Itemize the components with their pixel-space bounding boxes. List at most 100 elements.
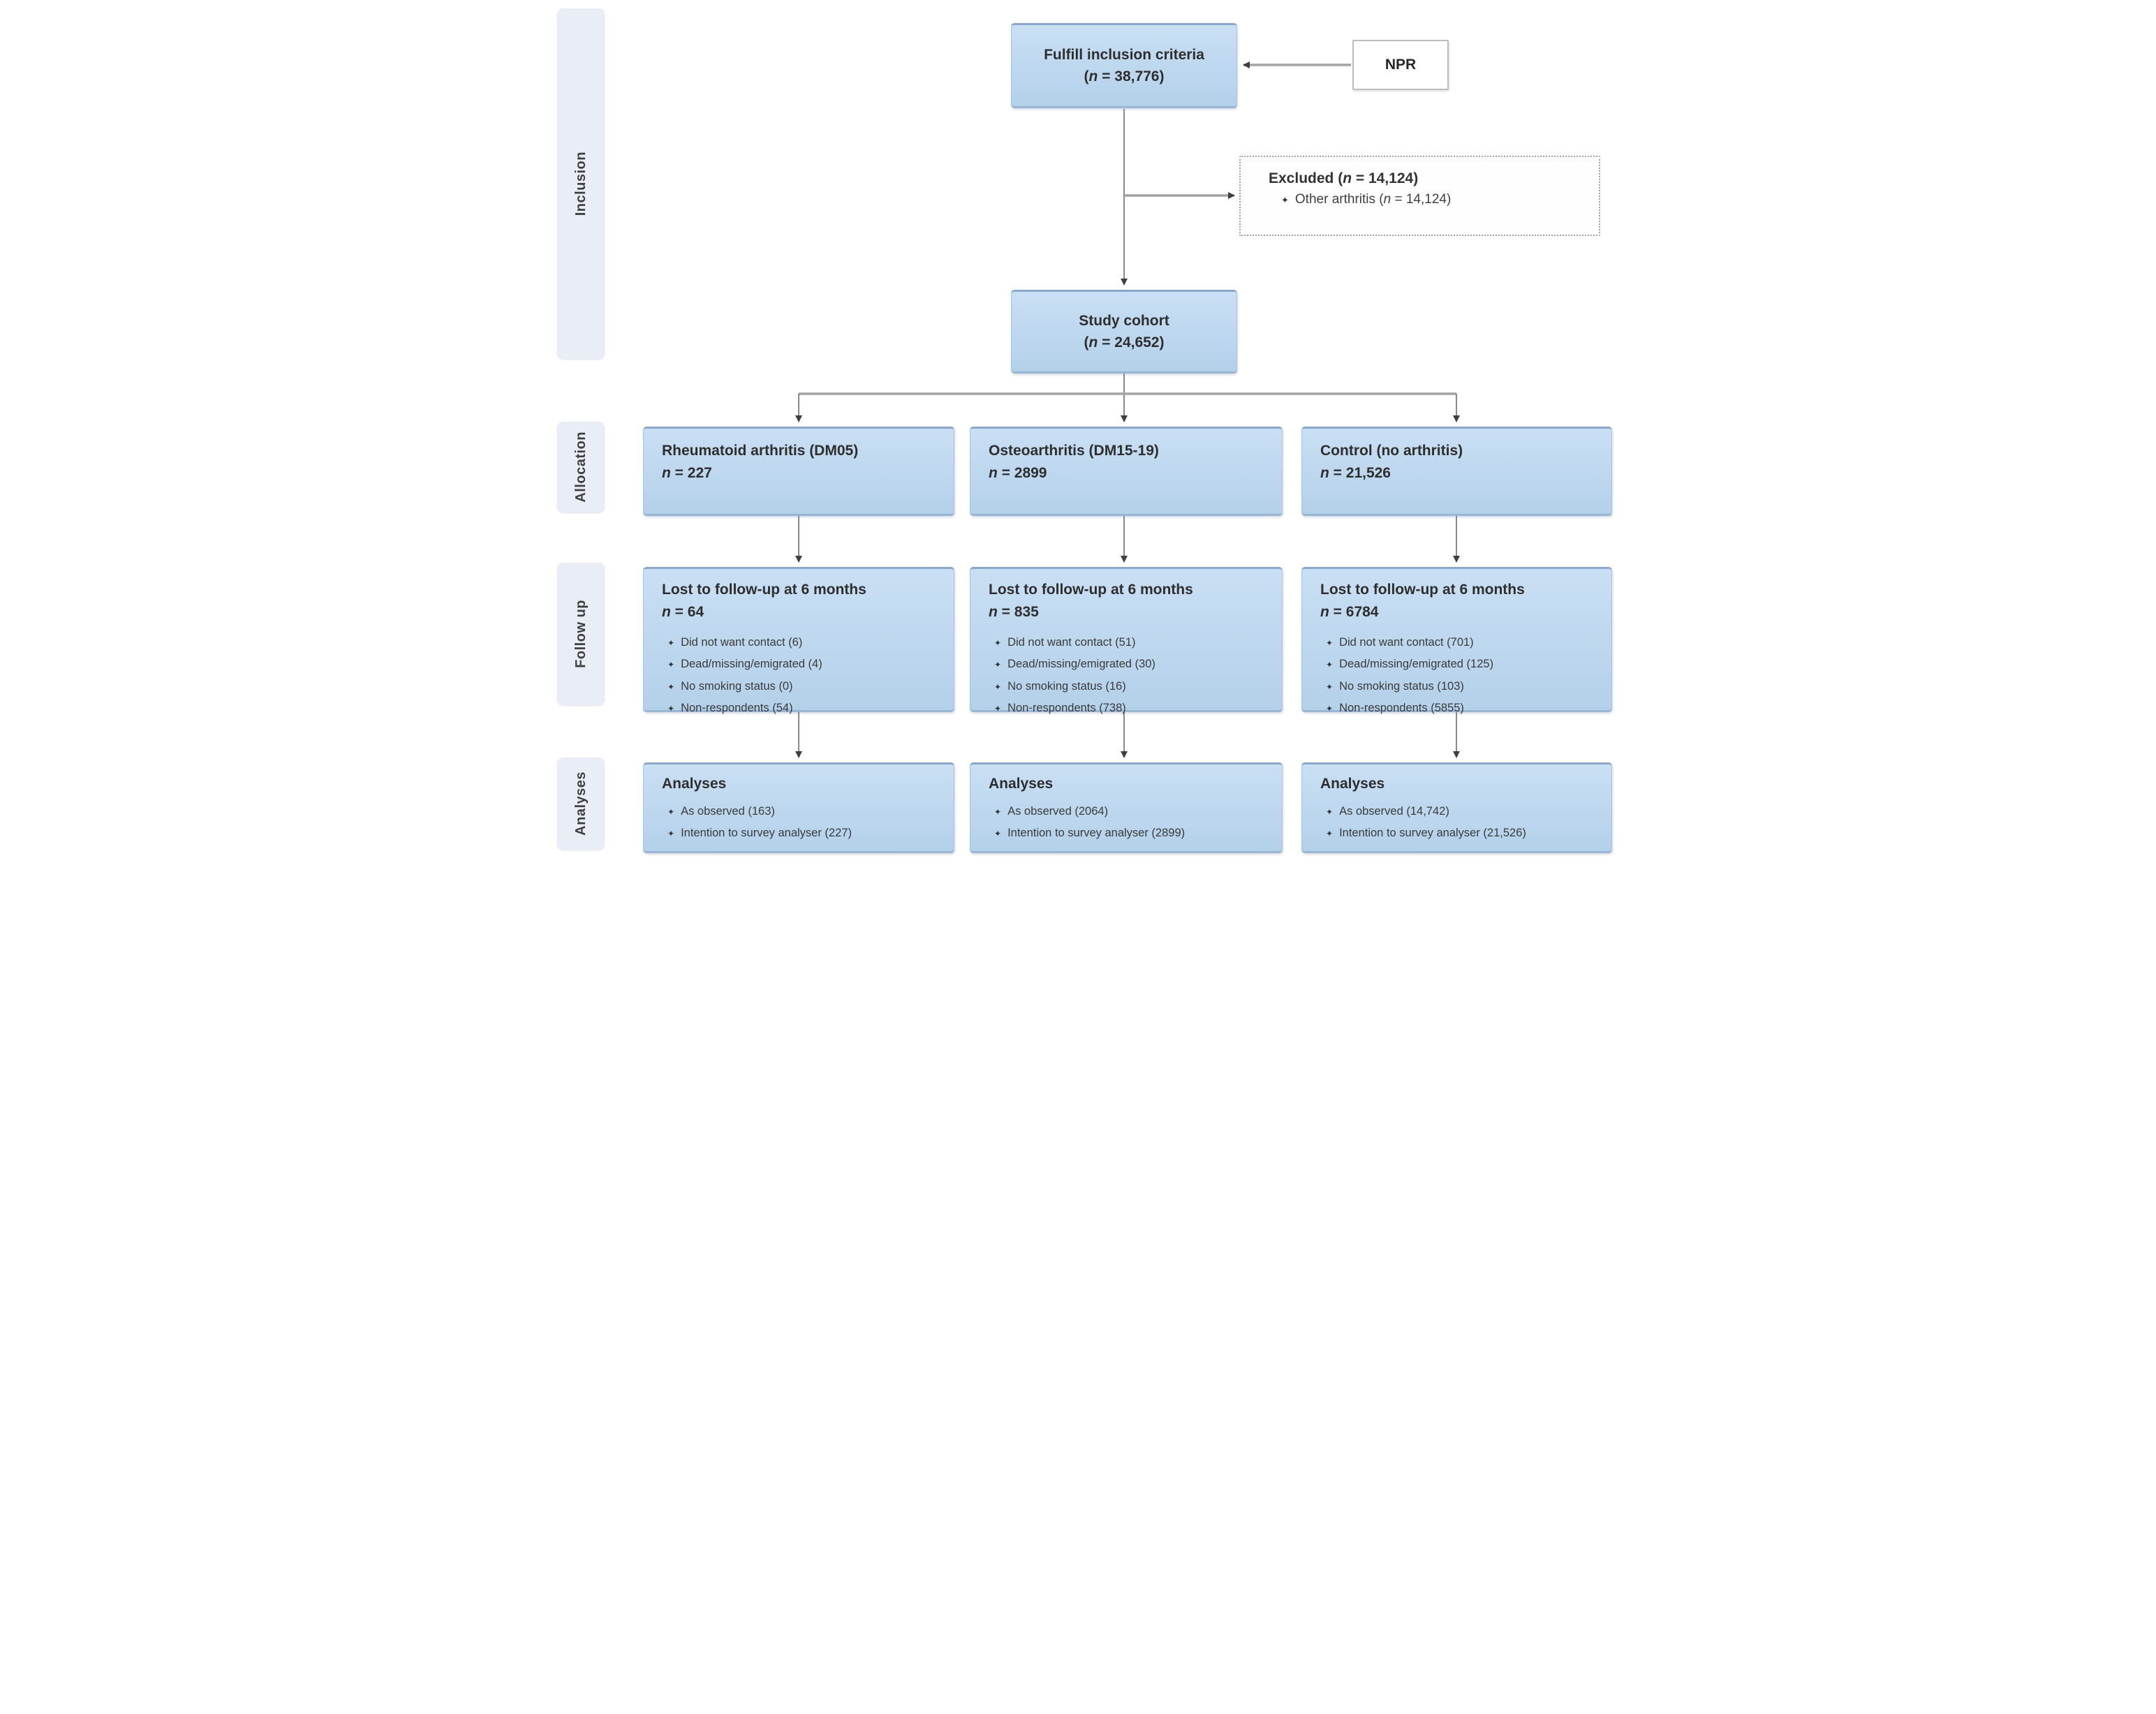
analyses-box-control: Analyses ✦ As observed (14,742) ✦ Intentio… (1301, 762, 1612, 853)
allocation-box-rheumatoid: Rheumatoid arthritis (DM05) n = 227 (643, 427, 954, 516)
stage-band-followup: Follow up (557, 563, 605, 705)
list-item: ✦ As observed (163) (667, 801, 944, 822)
diamond-bullet-icon: ✦ (1326, 806, 1334, 817)
box-n-count: n = 835 (989, 603, 1039, 620)
followup-box-osteoarthritis: Lost to follow-up at 6 months n = 835 ✦ D… (970, 567, 1283, 714)
diamond-bullet-icon: ✦ (994, 638, 1002, 648)
list-item: ✦ No smoking status (16) (994, 676, 1272, 697)
analyses-items: ✦ As observed (14,742) ✦ Intention to surv… (1320, 801, 1602, 845)
list-item-text: Did not want contact (51) (1007, 636, 1136, 649)
followup-reasons: ✦ Did not want contact (701) ✦ Dead/missin… (1320, 632, 1602, 719)
followup-box-rheumatoid: Lost to follow-up at 6 months n = 64 ✦ Di… (643, 567, 954, 714)
fulfill-inclusion-box: Fulfill inclusion criteria (n = 38,776) (1011, 23, 1237, 108)
diamond-bullet-icon: ✦ (994, 681, 1002, 692)
list-item: ✦ No smoking status (103) (1326, 676, 1602, 697)
list-item: ✦ As observed (14,742) (1326, 801, 1602, 822)
allocation-box-osteoarthritis: Osteoarthritis (DM15-19) n = 2899 (970, 427, 1283, 516)
list-item-text: Did not want contact (701) (1339, 636, 1474, 649)
diamond-bullet-icon: ✦ (1326, 704, 1334, 714)
list-item-text: Did not want contact (6) (681, 636, 803, 649)
box-n-count: n = 227 (662, 464, 712, 481)
list-item: ✦ Intention to survey analyser (227) (667, 822, 944, 844)
diamond-bullet-icon: ✦ (667, 638, 675, 648)
study-flow-diagram: Inclusion Allocation Follow up Analyses … (539, 0, 1617, 857)
list-item: ✦ Did not want contact (6) (667, 632, 944, 653)
list-item-text: Dead/missing/emigrated (4) (681, 658, 822, 671)
npr-label: NPR (1385, 57, 1417, 73)
diamond-bullet-icon: ✦ (1281, 195, 1289, 207)
box-title: Excluded (n = 14,124) (1269, 170, 1419, 186)
list-item: ✦ Dead/missing/emigrated (4) (667, 653, 944, 675)
stage-label: Follow up (573, 600, 589, 668)
diamond-bullet-icon: ✦ (994, 660, 1002, 670)
list-item-text: As observed (2064) (1007, 804, 1109, 818)
list-item: ✦ Did not want contact (701) (1326, 632, 1602, 653)
diamond-bullet-icon: ✦ (667, 828, 675, 838)
box-title: Analyses (1320, 776, 1385, 792)
list-item: ✦ Intention to survey analyser (2899) (994, 822, 1272, 844)
followup-reasons: ✦ Did not want contact (6) ✦ Dead/missing/… (662, 632, 944, 719)
list-item-text: Intention to survey analyser (2899) (1007, 826, 1186, 839)
box-title: Lost to follow-up at 6 months (1320, 582, 1525, 598)
box-title: Lost to follow-up at 6 months (662, 582, 866, 598)
list-item-text: Intention to survey analyser (227) (681, 826, 852, 839)
analyses-box-osteoarthritis: Analyses ✦As observed (2064) ✦Intention … (970, 762, 1283, 853)
box-title: Study cohort (1079, 312, 1169, 329)
list-item: ✦ Non-respondents (5855) (1326, 697, 1602, 719)
box-n-count: n = 64 (662, 603, 704, 620)
excluded-item: ✦ Other arthritis (n = 14,124) (1281, 189, 1592, 211)
diamond-bullet-icon: ✦ (1326, 638, 1334, 648)
stage-label: Inclusion (573, 151, 589, 216)
list-item-text: Dead/missing/emigrated (125) (1339, 658, 1494, 671)
list-item-text: No smoking status (16) (1007, 679, 1126, 693)
list-item-text: As observed (14,742) (1339, 804, 1449, 818)
diamond-bullet-icon: ✦ (1326, 828, 1334, 838)
box-title: Lost to follow-up at 6 months (989, 582, 1193, 598)
list-item-text: Dead/missing/emigrated (30) (1007, 658, 1155, 671)
diamond-bullet-icon: ✦ (994, 704, 1002, 714)
diamond-bullet-icon: ✦ (994, 828, 1002, 838)
diamond-bullet-icon: ✦ (667, 806, 675, 817)
study-cohort-box: Study cohort (n = 24,652) (1011, 290, 1237, 374)
excluded-item-text: Other arthritis (n = 14,124) (1294, 192, 1452, 207)
box-title: Fulfill inclusion criteria (1044, 46, 1204, 63)
analyses-items: ✦As observed (2064) ✦ Intention to survey… (989, 801, 1272, 845)
stage-band-analyses: Analyses (557, 758, 605, 850)
allocation-box-control: Control (no arthritis) n = 21,526 (1301, 427, 1612, 516)
followup-box-control: Lost to follow-up at 6 months n = 6784 ✦… (1301, 567, 1612, 714)
list-item: ✦ Did not want contact (51) (994, 632, 1272, 653)
list-item: ✦As observed (2064) (994, 801, 1272, 822)
followup-reasons: ✦ Did not want contact (51) ✦ Dead/missing… (989, 632, 1272, 719)
diamond-bullet-icon: ✦ (1326, 681, 1334, 692)
analyses-items: ✦ As observed (163) ✦ Intention to survey … (662, 801, 944, 845)
list-item: ✦ Dead/missing/emigrated (30) (994, 653, 1272, 675)
diamond-bullet-icon: ✦ (667, 704, 675, 714)
box-n-count: n = 6784 (1320, 603, 1379, 620)
box-title: Osteoarthritis (DM15-19) (989, 443, 1159, 459)
list-item: ✦ Dead/missing/emigrated (125) (1326, 653, 1602, 675)
list-item-text: Non-respondents (738) (1007, 702, 1126, 715)
stage-band-allocation: Allocation (557, 422, 605, 512)
excluded-box: Excluded (n = 14,124) ✦ Other arthritis … (1239, 156, 1600, 236)
list-item-text: No smoking status (103) (1339, 679, 1464, 693)
list-item-text: No smoking status (0) (681, 679, 793, 693)
list-item-text: Non-respondents (5855) (1339, 702, 1464, 715)
list-item: ✦ Intention to survey analyser (21,526) (1326, 822, 1602, 844)
box-title: Rheumatoid arthritis (DM05) (662, 443, 859, 459)
box-title: Analyses (662, 776, 727, 792)
stage-label: Analyses (573, 771, 589, 836)
list-item-text: As observed (163) (681, 804, 775, 818)
box-n-count: n = 2899 (989, 464, 1047, 481)
list-item-text: Non-respondents (54) (681, 702, 793, 715)
box-title: Control (no arthritis) (1320, 443, 1463, 459)
npr-box: NPR (1352, 40, 1449, 90)
box-n-count: n = 21,526 (1320, 464, 1391, 481)
stage-label: Allocation (573, 431, 589, 503)
list-item: ✦ Non-respondents (738) (994, 697, 1272, 719)
diamond-bullet-icon: ✦ (1326, 660, 1334, 670)
diamond-bullet-icon: ✦ (667, 660, 675, 670)
list-item-text: Intention to survey analyser (21,526) (1339, 826, 1526, 839)
list-item: ✦ Non-respondents (54) (667, 697, 944, 719)
analyses-box-rheumatoid: Analyses ✦ As observed (163) ✦ Intention t… (643, 762, 954, 853)
diamond-bullet-icon: ✦ (667, 681, 675, 692)
